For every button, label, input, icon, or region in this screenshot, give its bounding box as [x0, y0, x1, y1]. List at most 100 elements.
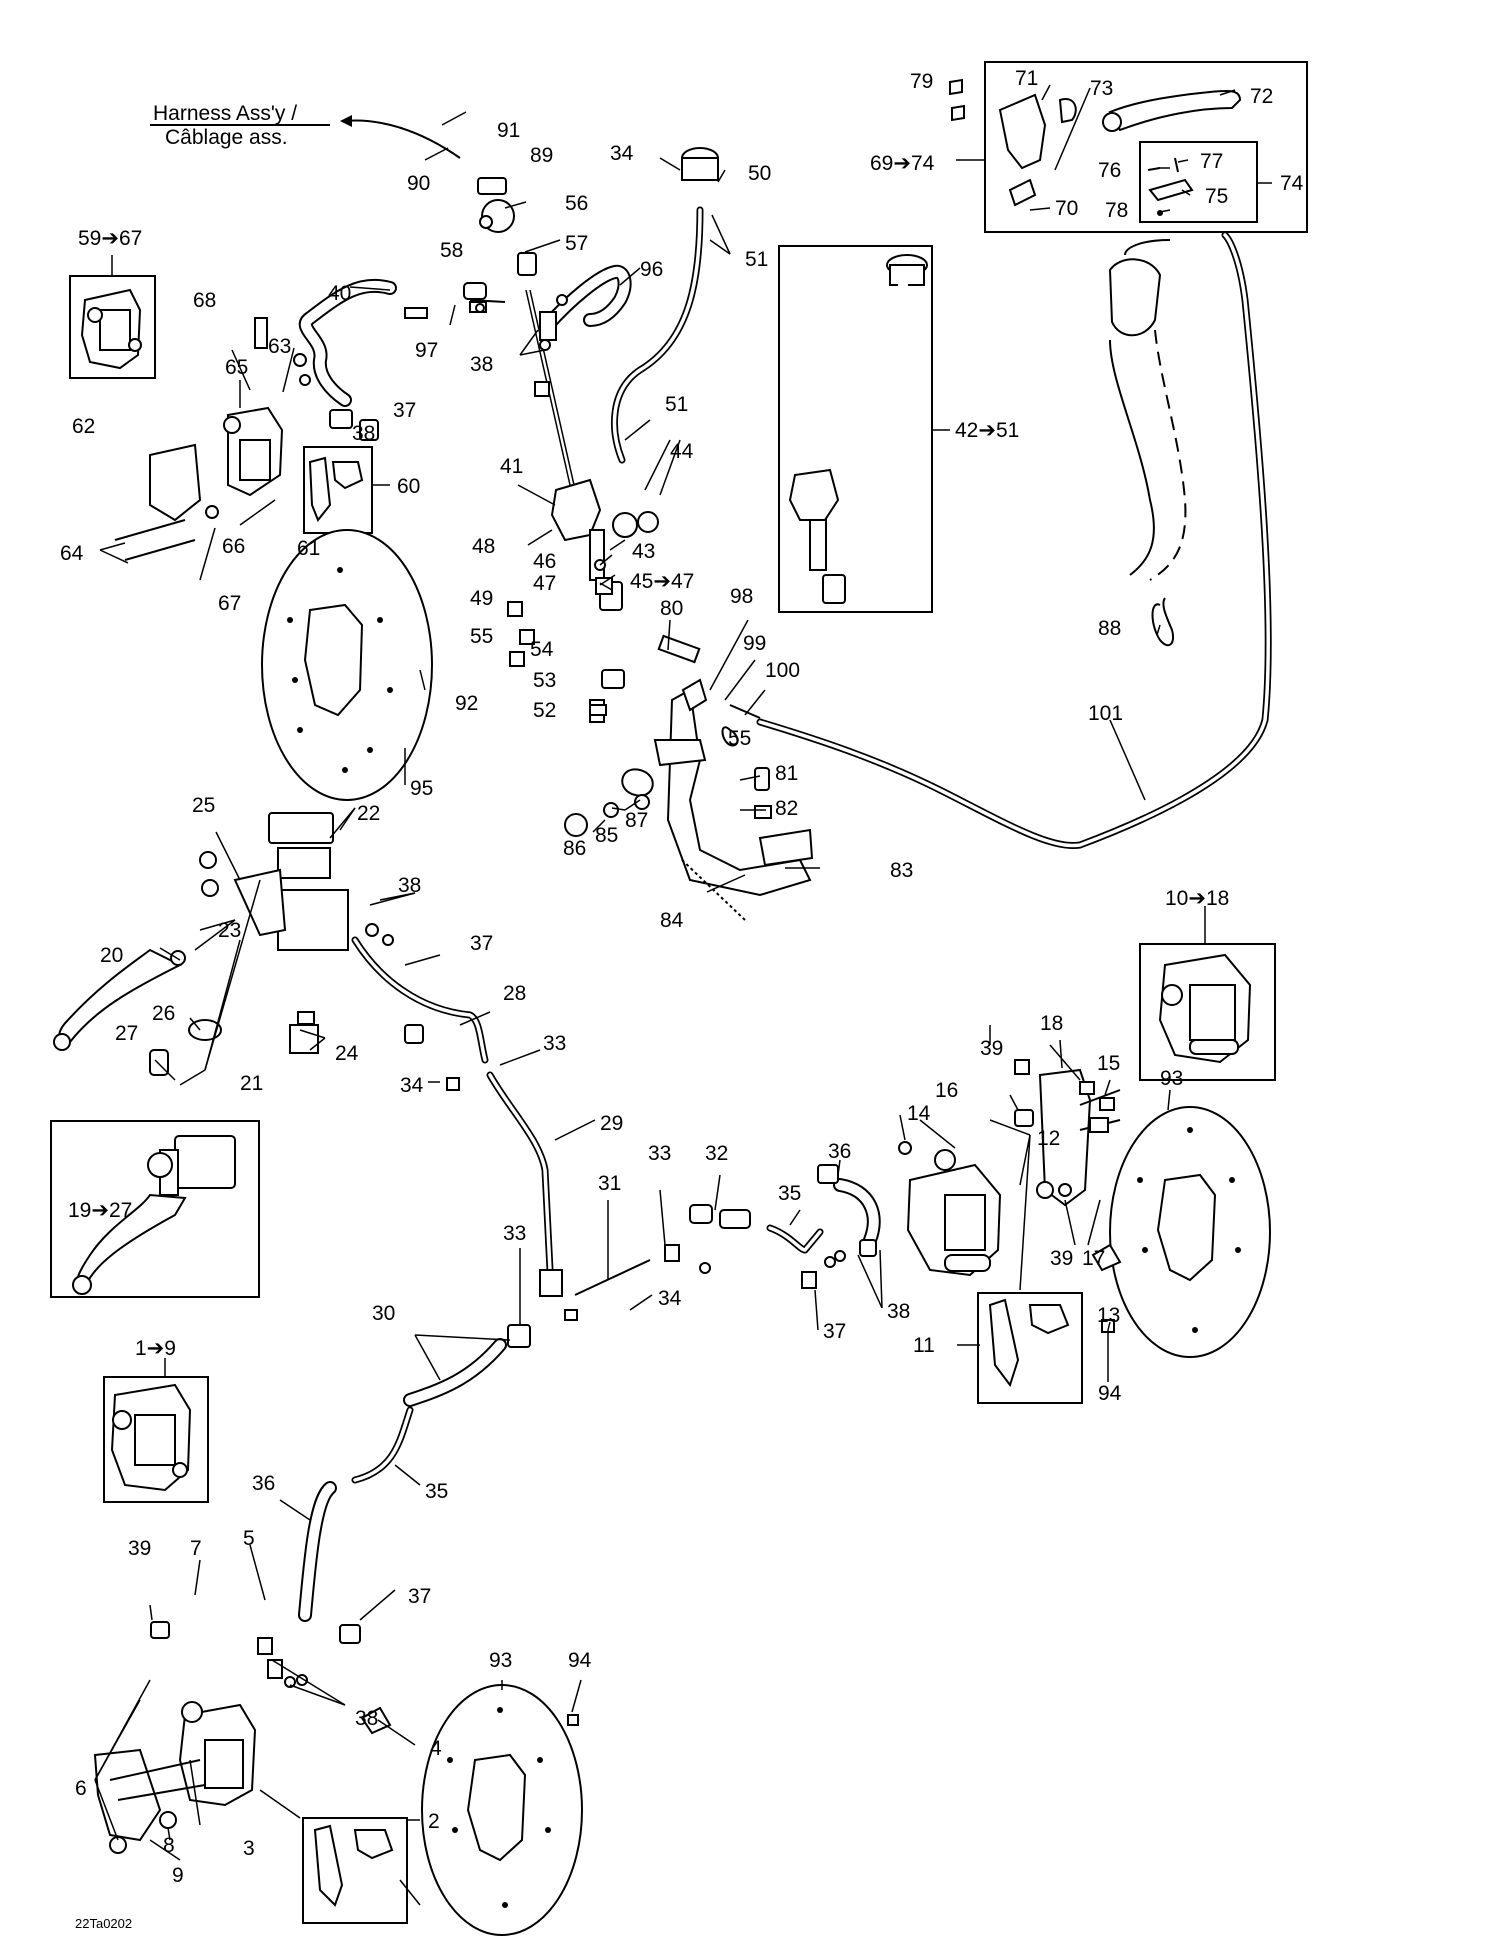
callout-72: 72 — [1250, 85, 1273, 108]
brake-hose-36-right — [833, 1178, 881, 1247]
callout-4: 4 — [430, 1737, 442, 1760]
callout-40: 40 — [328, 282, 351, 305]
callout-29: 29 — [600, 1112, 623, 1135]
callout-89: 89 — [530, 144, 553, 167]
callout-33-mid: 33 — [648, 1142, 671, 1165]
callout-34-mid: 34 — [400, 1074, 424, 1097]
callout-37-mc: 37 — [470, 932, 493, 955]
callout-36-lower: 36 — [252, 1472, 275, 1495]
callout-21: 21 — [240, 1072, 263, 1095]
brake-pads-11-box — [977, 1292, 1083, 1404]
callout-74: 74 — [1280, 172, 1304, 195]
callout-24: 24 — [335, 1042, 359, 1065]
callout-25: 25 — [192, 794, 215, 817]
callout-69-74: 69➔74 — [870, 152, 935, 175]
parking-lever-69-74-box — [949, 61, 1308, 233]
callout-78: 78 — [1105, 199, 1128, 222]
parking-cable-101 — [756, 231, 1272, 850]
brake-hose-96 — [541, 264, 632, 332]
callout-75: 75 — [1205, 185, 1228, 208]
harness-arrow-line — [344, 119, 461, 159]
callout-1-9: 1➔9 — [135, 1337, 176, 1360]
callout-49: 49 — [470, 587, 493, 610]
callout-26: 26 — [152, 1002, 175, 1025]
brake-disc-95 — [261, 529, 433, 801]
brake-line-31 — [574, 1259, 651, 1296]
callout-39-lower: 39 — [128, 1537, 151, 1560]
callout-48: 48 — [472, 535, 495, 558]
callout-62: 62 — [72, 415, 95, 438]
callout-2: 2 — [428, 1810, 440, 1833]
callout-14: 14 — [907, 1102, 931, 1125]
callout-34-lower: 34 — [658, 1287, 682, 1310]
callout-47: 47 — [533, 572, 556, 595]
callout-30: 30 — [372, 1302, 395, 1325]
callout-88: 88 — [1098, 617, 1121, 640]
callout-84: 84 — [660, 909, 684, 932]
callout-10-18: 10➔18 — [1165, 887, 1229, 910]
callout-67: 67 — [218, 592, 241, 615]
callout-66: 66 — [222, 535, 245, 558]
callout-55-pedal: 55 — [728, 727, 751, 750]
callout-100: 100 — [765, 659, 800, 682]
brake-hose-28 — [351, 936, 489, 1064]
harness-arrow-head — [340, 115, 352, 127]
callout-22: 22 — [357, 802, 380, 825]
brake-line-35-lower — [351, 1406, 414, 1484]
callout-91: 91 — [497, 119, 520, 142]
callout-79: 79 — [910, 70, 933, 93]
callout-52: 52 — [533, 699, 556, 722]
callout-43: 43 — [632, 540, 655, 563]
callout-61: 61 — [297, 537, 320, 560]
callout-8: 8 — [163, 1834, 175, 1857]
harness-label-line2: Câblage ass. — [165, 126, 288, 149]
callout-98: 98 — [730, 585, 753, 608]
callout-41: 41 — [500, 455, 523, 478]
callout-17: 17 — [1082, 1247, 1105, 1270]
callout-73: 73 — [1090, 77, 1113, 100]
callout-71: 71 — [1015, 67, 1038, 90]
callout-9: 9 — [172, 1864, 184, 1887]
callout-57: 57 — [565, 232, 588, 255]
callout-37: 37 — [393, 399, 416, 422]
callout-83: 83 — [890, 859, 913, 882]
callout-51: 51 — [665, 393, 688, 416]
callout-35-right: 35 — [778, 1182, 801, 1205]
callout-34-top: 34 — [610, 142, 634, 165]
callout-70: 70 — [1055, 197, 1078, 220]
callout-97: 97 — [415, 339, 438, 362]
brake-line-35-right — [766, 1224, 824, 1254]
callout-33-upper: 33 — [543, 1032, 566, 1055]
callout-96: 96 — [640, 258, 663, 281]
callout-76: 76 — [1098, 159, 1121, 182]
callout-101: 101 — [1088, 702, 1123, 725]
callout-45-47: 45➔47 — [630, 570, 694, 593]
brake-pedal — [621, 634, 814, 921]
callout-92: 92 — [455, 692, 478, 715]
callout-7: 7 — [190, 1537, 202, 1560]
callout-11: 11 — [913, 1334, 935, 1357]
callout-55: 55 — [470, 625, 493, 648]
handlebar-grip — [1108, 239, 1187, 581]
caliper-lower-left — [93, 1701, 257, 1854]
callout-37-right: 37 — [823, 1320, 846, 1343]
callout-15: 15 — [1097, 1052, 1120, 1075]
callout-86: 86 — [563, 837, 586, 860]
callout-82: 82 — [775, 797, 798, 820]
callout-35-lower: 35 — [425, 1480, 448, 1503]
callout-93-right: 93 — [1160, 1067, 1183, 1090]
callout-38-right: 38 — [887, 1300, 910, 1323]
callout-63: 63 — [268, 335, 291, 358]
callout-38-mc: 38 — [398, 874, 421, 897]
callout-56: 56 — [565, 192, 588, 215]
callout-42-51: 42➔51 — [955, 419, 1019, 442]
drawing-code: 22Ta0202 — [75, 1916, 132, 1931]
callout-labels: 59➔67 68 65 63 62 38 37 60 61 64 66 67 9… — [60, 67, 1304, 1887]
brake-hose-36-lower — [298, 1481, 337, 1622]
callout-53: 53 — [533, 669, 556, 692]
caliper-right — [906, 1068, 1121, 1277]
callout-64: 64 — [60, 542, 84, 565]
callout-39-right-low: 39 — [1050, 1247, 1073, 1270]
brake-pads-60-box — [303, 446, 373, 534]
